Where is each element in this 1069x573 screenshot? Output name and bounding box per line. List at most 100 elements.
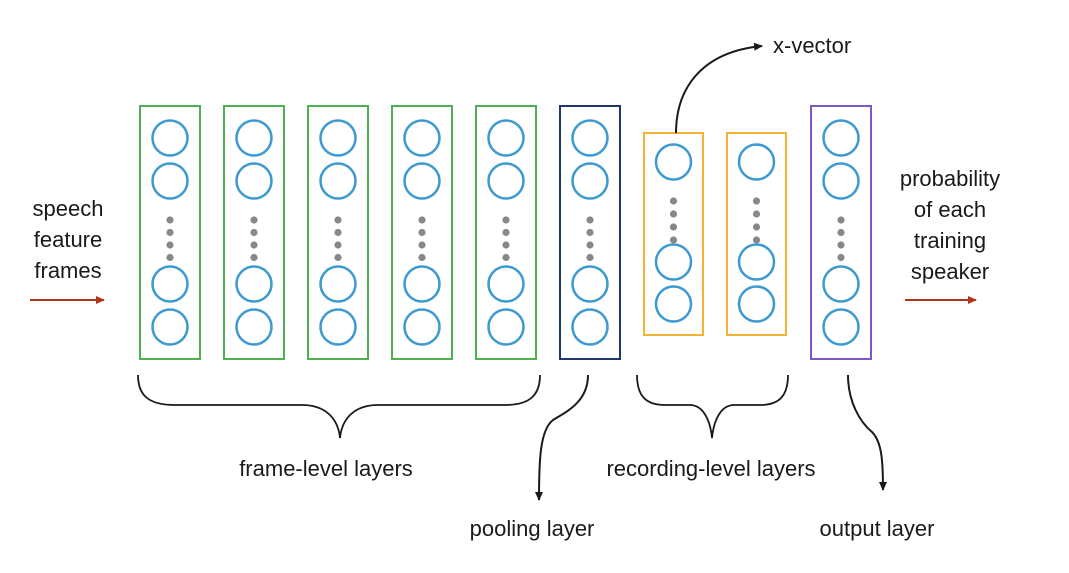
frame-layer-1-neuron-1 — [151, 119, 189, 157]
frame-layer-2-neuron-2 — [235, 162, 273, 200]
recording-layer-2-neuron-3 — [737, 285, 776, 323]
input-label-line-1: speech — [33, 196, 104, 221]
frame-layer-3-box — [307, 105, 369, 360]
frame-layer-4-ellipsis-dot — [418, 241, 426, 249]
frame-layer-4-ellipsis-dot — [418, 216, 426, 224]
frame-layer-5-ellipsis-dot — [502, 228, 510, 237]
pooling-layer-neuron-4 — [571, 308, 609, 346]
output-layer-ellipsis-dot — [837, 228, 845, 237]
recording-layer-1-box — [643, 132, 704, 336]
pooling-layer — [559, 105, 621, 360]
pooling-layer-ellipsis-dot — [586, 228, 594, 237]
recording-layer-2-ellipsis-dot — [752, 210, 761, 218]
frame-layer-5-neuron-4 — [487, 308, 525, 346]
frame-layer-2-box — [223, 105, 285, 360]
output-label-line-1: probability — [900, 166, 1000, 191]
frame-layer-5-neuron-2 — [487, 162, 525, 200]
frame-layer-3-neuron-3 — [319, 265, 357, 303]
frame-layer-5-neuron-1 — [487, 119, 525, 157]
frame-layer-4-ellipsis-dot — [418, 228, 426, 237]
input-label-line-3: frames — [34, 258, 101, 283]
x-vector-label: x-vector — [773, 33, 851, 58]
frame-layer-1-ellipsis-dot — [166, 216, 174, 224]
output-label-line-3: training — [914, 228, 986, 253]
pooling-layer-box — [559, 105, 621, 360]
frame-layer-1-neuron-2 — [151, 162, 189, 200]
pooling-layer-neuron-2 — [571, 162, 609, 200]
frame-layer-2-ellipsis-dot — [250, 216, 258, 224]
frame-layer-3-ellipsis-dot — [334, 241, 342, 249]
frame-layer-2-neuron-4 — [235, 308, 273, 346]
frame-layer-1-ellipsis-dot — [166, 241, 174, 249]
frame-layer-4-neuron-2 — [403, 162, 441, 200]
frame-layer-1-ellipsis-dot — [166, 228, 174, 237]
frame-layer-4-neuron-3 — [403, 265, 441, 303]
output-layer-label: output layer — [820, 516, 935, 541]
pooling-layer-ellipsis-dot — [586, 241, 594, 249]
frame-layer-3 — [307, 105, 369, 360]
input-label-line-2: feature — [34, 227, 103, 252]
pooling-layer-neuron-1 — [571, 119, 609, 157]
recording-layer-1-neuron-3 — [654, 285, 693, 323]
frame-layer-1 — [139, 105, 201, 360]
frame-level-brace — [137, 374, 541, 439]
frame-layer-4-neuron-4 — [403, 308, 441, 346]
frame-layer-5-ellipsis-dot — [502, 253, 510, 262]
frame-layer-3-neuron-1 — [319, 119, 357, 157]
recording-layer-1-ellipsis-dot — [669, 236, 678, 244]
frame-layer-1-neuron-4 — [151, 308, 189, 346]
output-layer — [810, 105, 872, 360]
frame-layer-5-neuron-3 — [487, 265, 525, 303]
output-label-line-4: speaker — [911, 259, 989, 284]
x-vector-arrow — [675, 42, 763, 134]
pooling-layer-ellipsis-dot — [586, 216, 594, 224]
output-layer-neuron-3 — [822, 265, 860, 303]
pooling-arrow — [535, 374, 589, 501]
recording-layer-1-ellipsis-dot — [669, 223, 678, 231]
frame-layer-1-ellipsis-dot — [166, 253, 174, 262]
output-layer-arrow — [847, 374, 887, 491]
output-layer-neuron-4 — [822, 308, 860, 346]
frame-layer-5 — [475, 105, 537, 360]
frame-layer-2-neuron-3 — [235, 265, 273, 303]
output-label-line-2: of each — [914, 197, 986, 222]
frame-layer-3-ellipsis-dot — [334, 253, 342, 262]
recording-level-label: recording-level layers — [606, 456, 815, 481]
recording-layer-1-neuron-2 — [654, 243, 693, 281]
recording-layer-1-ellipsis-dot — [669, 197, 678, 205]
pooling-layer-neuron-3 — [571, 265, 609, 303]
frame-layer-5-box — [475, 105, 537, 360]
frame-layer-1-box — [139, 105, 201, 360]
recording-layer-1 — [643, 132, 704, 336]
pooling-layer-ellipsis-dot — [586, 253, 594, 262]
frame-layer-2-ellipsis-dot — [250, 253, 258, 262]
output-layer-ellipsis-dot — [837, 241, 845, 249]
output-layer-ellipsis-dot — [837, 216, 845, 224]
output-layer-neuron-1 — [822, 119, 860, 157]
output-layer-box — [810, 105, 872, 360]
frame-layer-3-neuron-2 — [319, 162, 357, 200]
frame-level-label: frame-level layers — [239, 456, 413, 481]
frame-layer-5-ellipsis-dot — [502, 241, 510, 249]
frame-layer-3-neuron-4 — [319, 308, 357, 346]
frame-layer-4-neuron-1 — [403, 119, 441, 157]
recording-layer-2-ellipsis-dot — [752, 223, 761, 231]
recording-layer-1-ellipsis-dot — [669, 210, 678, 218]
recording-layer-2-ellipsis-dot — [752, 236, 761, 244]
recording-layer-2-neuron-1 — [737, 143, 776, 181]
frame-layer-3-ellipsis-dot — [334, 216, 342, 224]
recording-layer-1-neuron-1 — [654, 143, 693, 181]
frame-layer-4-ellipsis-dot — [418, 253, 426, 262]
frame-layer-4-box — [391, 105, 453, 360]
frame-layer-3-ellipsis-dot — [334, 228, 342, 237]
recording-level-brace — [636, 374, 789, 439]
frame-layer-2-ellipsis-dot — [250, 241, 258, 249]
frame-layer-2-neuron-1 — [235, 119, 273, 157]
recording-layer-2-ellipsis-dot — [752, 197, 761, 205]
frame-layer-2-ellipsis-dot — [250, 228, 258, 237]
frame-layer-4 — [391, 105, 453, 360]
frame-layer-5-ellipsis-dot — [502, 216, 510, 224]
layers-group — [139, 105, 872, 360]
recording-layer-2 — [726, 132, 787, 336]
